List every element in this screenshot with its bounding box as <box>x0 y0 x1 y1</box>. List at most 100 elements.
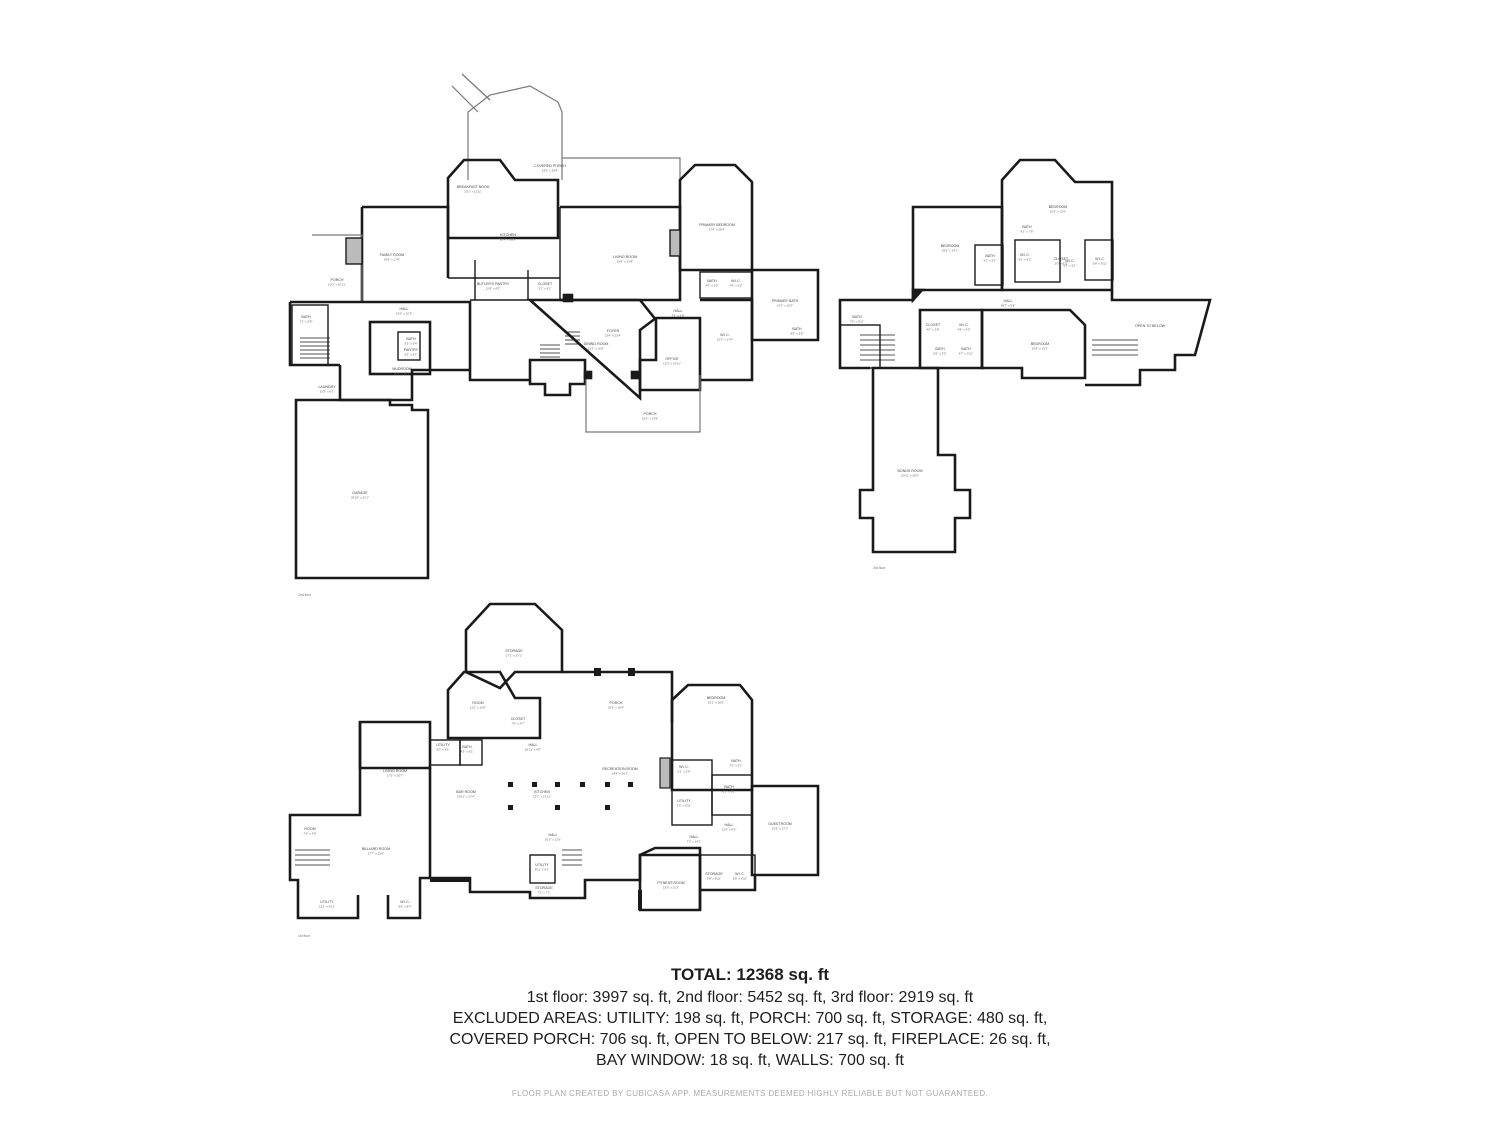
room-label-office: OFFICE <box>665 357 679 361</box>
room-label-w-i-c: W.I.C. <box>731 279 741 283</box>
room-label-recreation-room: RECREATION ROOM <box>602 767 637 771</box>
room-dims-w-i-c: 13'3" x 17'4" <box>717 338 733 342</box>
room-dims-hall: 7'0" x 14'1" <box>687 840 702 844</box>
room-dims-bath: 4'9" x 5'5" <box>705 284 718 288</box>
room-dims-bath: 7'1" x 5'5" <box>299 320 312 324</box>
room-label-open-to-below: OPEN TO BELOW <box>1135 324 1166 328</box>
room-label-bath: BATH <box>792 327 802 331</box>
room-label-bath: BATH <box>301 315 311 319</box>
room-label-w-i-c: W.I.C. <box>720 333 730 337</box>
room-dims-bar-room: 18'11" x 17'4" <box>457 795 475 799</box>
room-label-bath: BATH <box>985 254 995 258</box>
floor-plan-3rd <box>838 158 1212 554</box>
room-label-hall: HALL <box>549 833 558 837</box>
room-dims-closet: 7'4" x 4'7" <box>511 722 524 726</box>
room-label-bath: BATH <box>724 785 734 789</box>
room-dims-hall: 7'6" x 5'9" <box>671 314 684 318</box>
room-dims-w-i-c: 9'1" x 6'1" <box>1018 258 1031 262</box>
room-label-bath: BATH <box>707 279 717 283</box>
room-dims-recreation-room: 24'4" x 26'1" <box>612 772 628 776</box>
room-dims-w-i-c: 5'8" x 6'11" <box>733 877 748 881</box>
room-label-room: ROOM <box>472 701 483 705</box>
room-dims-bath: 4'7" x 5'11" <box>959 352 974 356</box>
room-label-storage: STORAGE <box>505 649 523 653</box>
room-label-garage: GARAGE <box>352 491 368 495</box>
room-dims-kitchen: 20'4" x 16'9" <box>500 238 516 242</box>
room-dims-bath: 8'1" x 7'8" <box>1020 230 1033 234</box>
room-dims-utility: 7'0" x 6'11" <box>677 804 692 808</box>
room-dims-storage: 6'8" x 6'11" <box>707 877 722 881</box>
room-dims-w-i-c: 5'8" x 6'11" <box>1093 262 1108 266</box>
room-label-porch: PORCH <box>331 278 344 282</box>
room-label-porch: PORCH <box>644 412 657 416</box>
room-label-utility: UTILITY <box>677 799 691 803</box>
room-dims-closet: 2'0" x 6'3" <box>1054 262 1067 266</box>
room-dims-w-i-c: 6'5" x 5'1" <box>1063 264 1076 268</box>
room-dims-bath: 5'5" x 5'4" <box>404 342 417 346</box>
room-dims-hall: 16'11" x 4'0" <box>525 748 541 752</box>
room-dims-bedroom: 22'5" x 12'6" <box>1050 210 1066 214</box>
room-dims-storage: 17'1" x 17'1" <box>506 654 522 658</box>
room-label-closet: CLOSET <box>511 717 526 721</box>
room-label-w-i-c: W.I.C. <box>959 323 969 327</box>
room-label-closet: CLOSET <box>926 323 941 327</box>
room-dims-primary-bedroom: 17'6" x 20'4" <box>709 228 725 232</box>
room-dims-storage: 7'3" x 7'1" <box>537 891 550 895</box>
room-dims-utility: 11'2" x 6'11" <box>319 905 335 909</box>
room-dims-closet: 5'1" x 4'1" <box>538 287 551 291</box>
room-dims-living-room: 19'4" x 21'8" <box>617 260 633 264</box>
room-dims-bath: 6'1" x 8'1" <box>722 790 735 794</box>
room-dims-porch: 23'3" x 10'4" <box>608 706 624 710</box>
room-dims-bedroom: 15'1" x 20'0" <box>708 701 724 705</box>
floor-areas: 1st floor: 3997 sq. ft, 2nd floor: 5452 … <box>526 989 974 1006</box>
room-dims-office: 15'3" x 14'11" <box>663 362 681 366</box>
floor-tag-3rd: 3rd floor <box>873 566 886 570</box>
room-label-hall: HALL <box>400 307 409 311</box>
room-label-bedroom: BEDROOM <box>1031 342 1050 346</box>
room-dims-pantry: 5'5" x 5'1" <box>404 353 417 357</box>
total-area: TOTAL: 12368 sq. ft <box>670 965 830 984</box>
room-dims-closet: 4'0" x 3'8" <box>926 328 939 332</box>
disclaimer: FLOOR PLAN CREATED BY CUBICASA APP. MEAS… <box>511 1089 989 1098</box>
room-dims-porch: 10'3" x 10'11" <box>328 283 346 287</box>
room-label-w-i-c: W.I.C. <box>1020 253 1030 257</box>
room-dims-hall: 12'6" x 10'3" <box>396 312 412 316</box>
room-label-bath: BATH <box>731 759 741 763</box>
room-label-billiard-room: BILLIARD ROOM <box>362 847 390 851</box>
room-label-kitchen: KITCHEN <box>534 790 550 794</box>
room-label-guestroom: GUESTROOM <box>768 822 792 826</box>
room-label-bedroom: BEDROOM <box>941 244 960 248</box>
floor-plan-2nd <box>288 73 820 580</box>
room-dims-living-room: 17'5" x 20'7" <box>387 774 403 778</box>
room-dims-hall: 12'0" x 6'3" <box>722 828 737 832</box>
room-dims-billiard-room: 17'7" x 22'6" <box>368 852 384 856</box>
room-label-w-i-c: W.I.C. <box>735 872 745 876</box>
room-dims-mudroom: 10'6" x 10'7" <box>394 372 410 376</box>
room-dims-breakfast-nook: 13'2" x 11'11" <box>464 190 482 194</box>
room-label-living-room: LIVING ROOM <box>613 255 637 259</box>
room-label-hall: HALL <box>725 823 734 827</box>
room-dims-garage: 25'10" x 31'1" <box>351 496 369 500</box>
room-dims-bath: 4'5" x 6'1" <box>460 750 473 754</box>
room-label-kitchen: KITCHEN <box>500 233 516 237</box>
fireplace-icon <box>345 237 363 265</box>
room-label-storage: STORAGE <box>705 872 723 876</box>
room-label-primary-bedroom: PRIMARY BEDROOM <box>699 223 735 227</box>
fireplace-icon <box>659 757 671 789</box>
room-label-fitness-room: FITNESS ROOM <box>657 881 684 885</box>
room-label-porch: PORCH <box>610 701 623 705</box>
room-label-hall: HALL <box>529 743 538 747</box>
room-label-w-i-c: W.I.C. <box>679 765 689 769</box>
room-dims-hall: 28'7" x 5'8" <box>1001 304 1016 308</box>
room-label-bedroom: BEDROOM <box>707 696 726 700</box>
room-dims-family-room: 19'4" x 17'6" <box>384 258 400 262</box>
room-label-bath: BATH <box>462 745 472 749</box>
room-dims-porch: 22'6" x 13'9" <box>642 417 658 421</box>
room-dims-w-i-c: 5'1" x 5'0" <box>677 770 690 774</box>
room-dims-bath: 9'5" x 5'5" <box>790 332 803 336</box>
excluded-areas-3: BAY WINDOW: 18 sq. ft, WALLS: 700 sq. ft <box>596 1052 904 1069</box>
room-label-bar-room: BAR ROOM <box>456 790 476 794</box>
room-dims-laundry: 10'3" x 6'3" <box>320 390 335 394</box>
room-label-primary-bath: PRIMARY BATH <box>772 299 799 303</box>
